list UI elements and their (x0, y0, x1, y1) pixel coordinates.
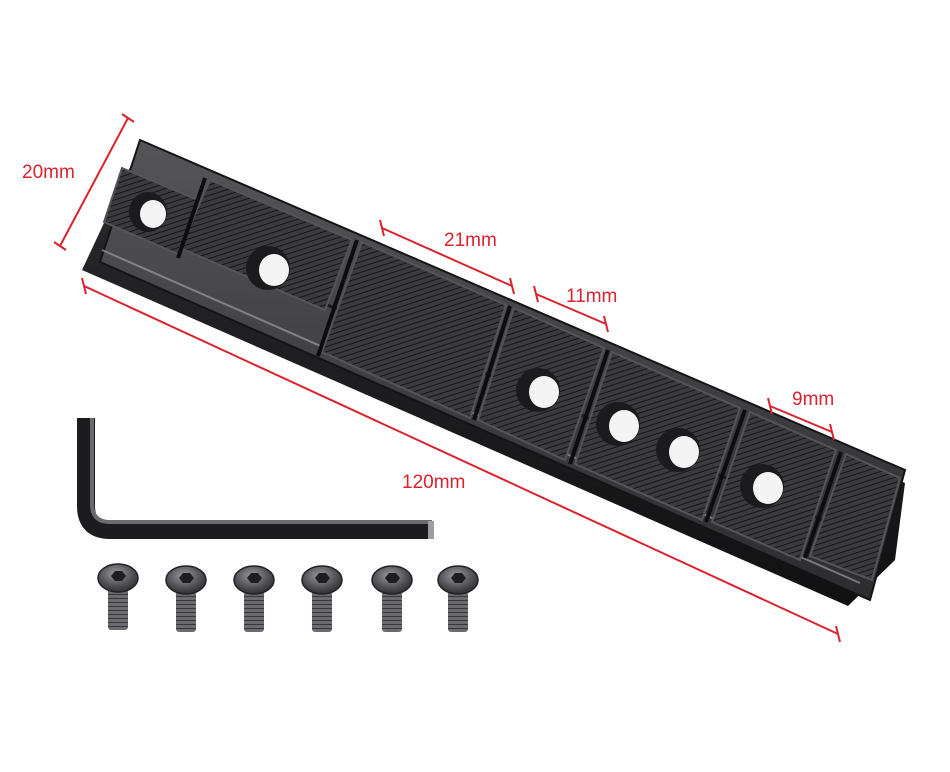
picatinny-rail (82, 138, 907, 606)
dim-line-slot-spacing (381, 227, 513, 287)
dim-line-rail-segment (535, 293, 607, 325)
rail-block (808, 452, 902, 582)
rail-block (320, 240, 508, 420)
label-slot-spacing: 21mm (444, 230, 497, 251)
rail-block (573, 350, 742, 522)
mounting-holes (129, 192, 784, 508)
mounting-hole (140, 200, 166, 228)
hex-screw-icon (437, 565, 479, 632)
mounting-hole (259, 254, 289, 286)
screws (97, 563, 479, 632)
hex-screw-icon (371, 565, 413, 632)
label-rail-segment: 11mm (566, 286, 617, 307)
hex-screw-icon (233, 565, 275, 632)
mounting-hole (753, 472, 783, 504)
dim-line-length (83, 285, 839, 635)
dim-line-width (59, 117, 129, 247)
rail-cross-slots (176, 177, 843, 559)
label-length: 120mm (402, 472, 465, 493)
dimension-annotations (53, 113, 841, 643)
dim-line-slot-width (769, 405, 833, 433)
mounting-hole (609, 410, 639, 442)
dimension-labels: 20mm 21mm 11mm 9mm 120mm (22, 162, 834, 493)
mounting-hole (529, 376, 559, 408)
hex-screw-icon (165, 565, 207, 632)
hex-key-icon (77, 418, 434, 539)
label-slot-width: 9mm (792, 389, 834, 410)
hex-screw-icon (97, 563, 139, 630)
hex-screw-icon (301, 565, 343, 632)
label-width: 20mm (22, 162, 75, 183)
mounting-hole (669, 436, 699, 468)
